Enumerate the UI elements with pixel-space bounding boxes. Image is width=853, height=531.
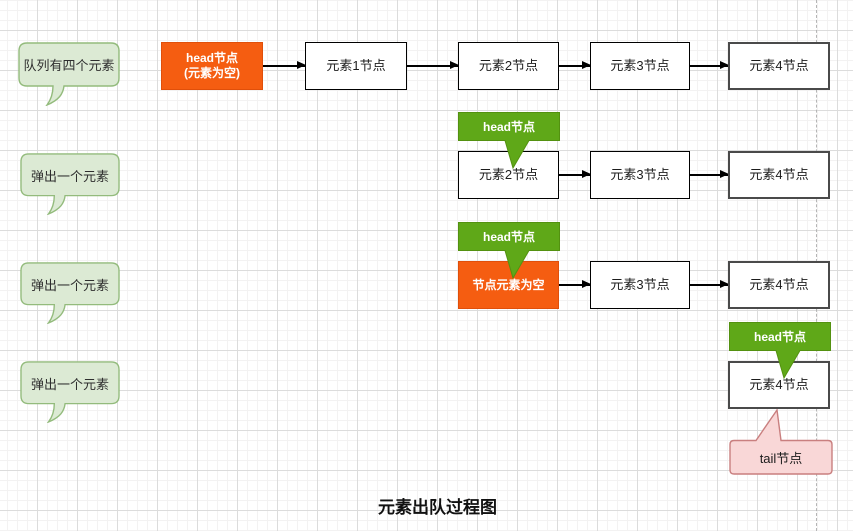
element3-node-box-row3[interactable]: 元素3节点 bbox=[590, 261, 690, 309]
note-bubble-row4[interactable]: 弹出一个元素 bbox=[20, 361, 120, 423]
empty-node-box-row3[interactable]: 节点元素为空 bbox=[458, 261, 559, 309]
head-pointer-label-row2[interactable]: head节点 bbox=[458, 112, 560, 170]
element2-node-box-row1[interactable]: 元素2节点 bbox=[458, 42, 559, 90]
speech-bubble-shape bbox=[20, 262, 120, 324]
node-label: 元素3节点 bbox=[610, 57, 670, 73]
note-text: 弹出一个元素 bbox=[30, 277, 109, 293]
element2-node-box-row2[interactable]: 元素2节点 bbox=[458, 151, 559, 199]
speech-bubble-shape bbox=[20, 361, 120, 423]
arrow[interactable] bbox=[559, 62, 591, 68]
note-bubble-row1[interactable]: 队列有四个元素 bbox=[18, 42, 120, 106]
note-text: 弹出一个元素 bbox=[30, 376, 109, 392]
node-label: 元素1节点 bbox=[326, 57, 386, 73]
element1-node-box[interactable]: 元素1节点 bbox=[305, 42, 407, 90]
element4-node-box-row2[interactable]: 元素4节点 bbox=[728, 151, 830, 199]
node-label: 元素3节点 bbox=[610, 276, 670, 292]
node-label: 元素2节点 bbox=[478, 166, 539, 182]
node-label: 元素3节点 bbox=[610, 166, 670, 182]
note-text: 弹出一个元素 bbox=[30, 168, 109, 184]
arrow[interactable] bbox=[559, 281, 591, 287]
arrow[interactable] bbox=[690, 171, 729, 177]
arrow[interactable] bbox=[690, 62, 729, 68]
tail-label-text: tail节点 bbox=[759, 450, 803, 466]
callout-up-shape bbox=[729, 408, 833, 475]
element4-node-box-row3[interactable]: 元素4节点 bbox=[728, 261, 830, 309]
element4-node-box-row1[interactable]: 元素4节点 bbox=[728, 42, 830, 90]
node-label: 元素2节点 bbox=[478, 57, 539, 73]
node-label: 元素4节点 bbox=[749, 276, 809, 292]
arrow[interactable] bbox=[407, 62, 459, 68]
speech-bubble-shape bbox=[20, 153, 120, 215]
head-label-text: head节点 bbox=[753, 330, 806, 344]
arrow[interactable] bbox=[559, 171, 591, 177]
node-label: 元素4节点 bbox=[749, 166, 809, 182]
diagram-title[interactable]: 元素出队过程图 bbox=[378, 498, 497, 517]
head-node-box-row1[interactable]: head节点 (元素为空) bbox=[161, 42, 263, 90]
note-bubble-row2[interactable]: 弹出一个元素 bbox=[20, 153, 120, 215]
node-label: 元素4节点 bbox=[749, 57, 809, 73]
node-label: 元素4节点 bbox=[749, 376, 809, 392]
head-pointer-label-row3[interactable]: head节点 bbox=[458, 222, 560, 280]
callout-down-shape bbox=[729, 322, 831, 380]
tail-pointer-label-row4[interactable]: tail节点 bbox=[729, 408, 833, 475]
callout-down-shape bbox=[458, 222, 560, 280]
speech-bubble-shape bbox=[18, 42, 120, 106]
note-text: 队列有四个元素 bbox=[23, 57, 115, 73]
head-label-text: head节点 bbox=[482, 120, 535, 134]
element3-node-box-row1[interactable]: 元素3节点 bbox=[590, 42, 690, 90]
empty-node-label: 节点元素为空 bbox=[472, 277, 545, 292]
head-node-label: head节点 (元素为空) bbox=[184, 51, 240, 80]
callout-down-shape bbox=[458, 112, 560, 170]
arrow[interactable] bbox=[263, 62, 306, 68]
head-pointer-label-row4[interactable]: head节点 bbox=[729, 322, 831, 380]
note-bubble-row3[interactable]: 弹出一个元素 bbox=[20, 262, 120, 324]
element3-node-box-row2[interactable]: 元素3节点 bbox=[590, 151, 690, 199]
head-label-text: head节点 bbox=[482, 230, 535, 244]
arrow[interactable] bbox=[690, 281, 729, 287]
